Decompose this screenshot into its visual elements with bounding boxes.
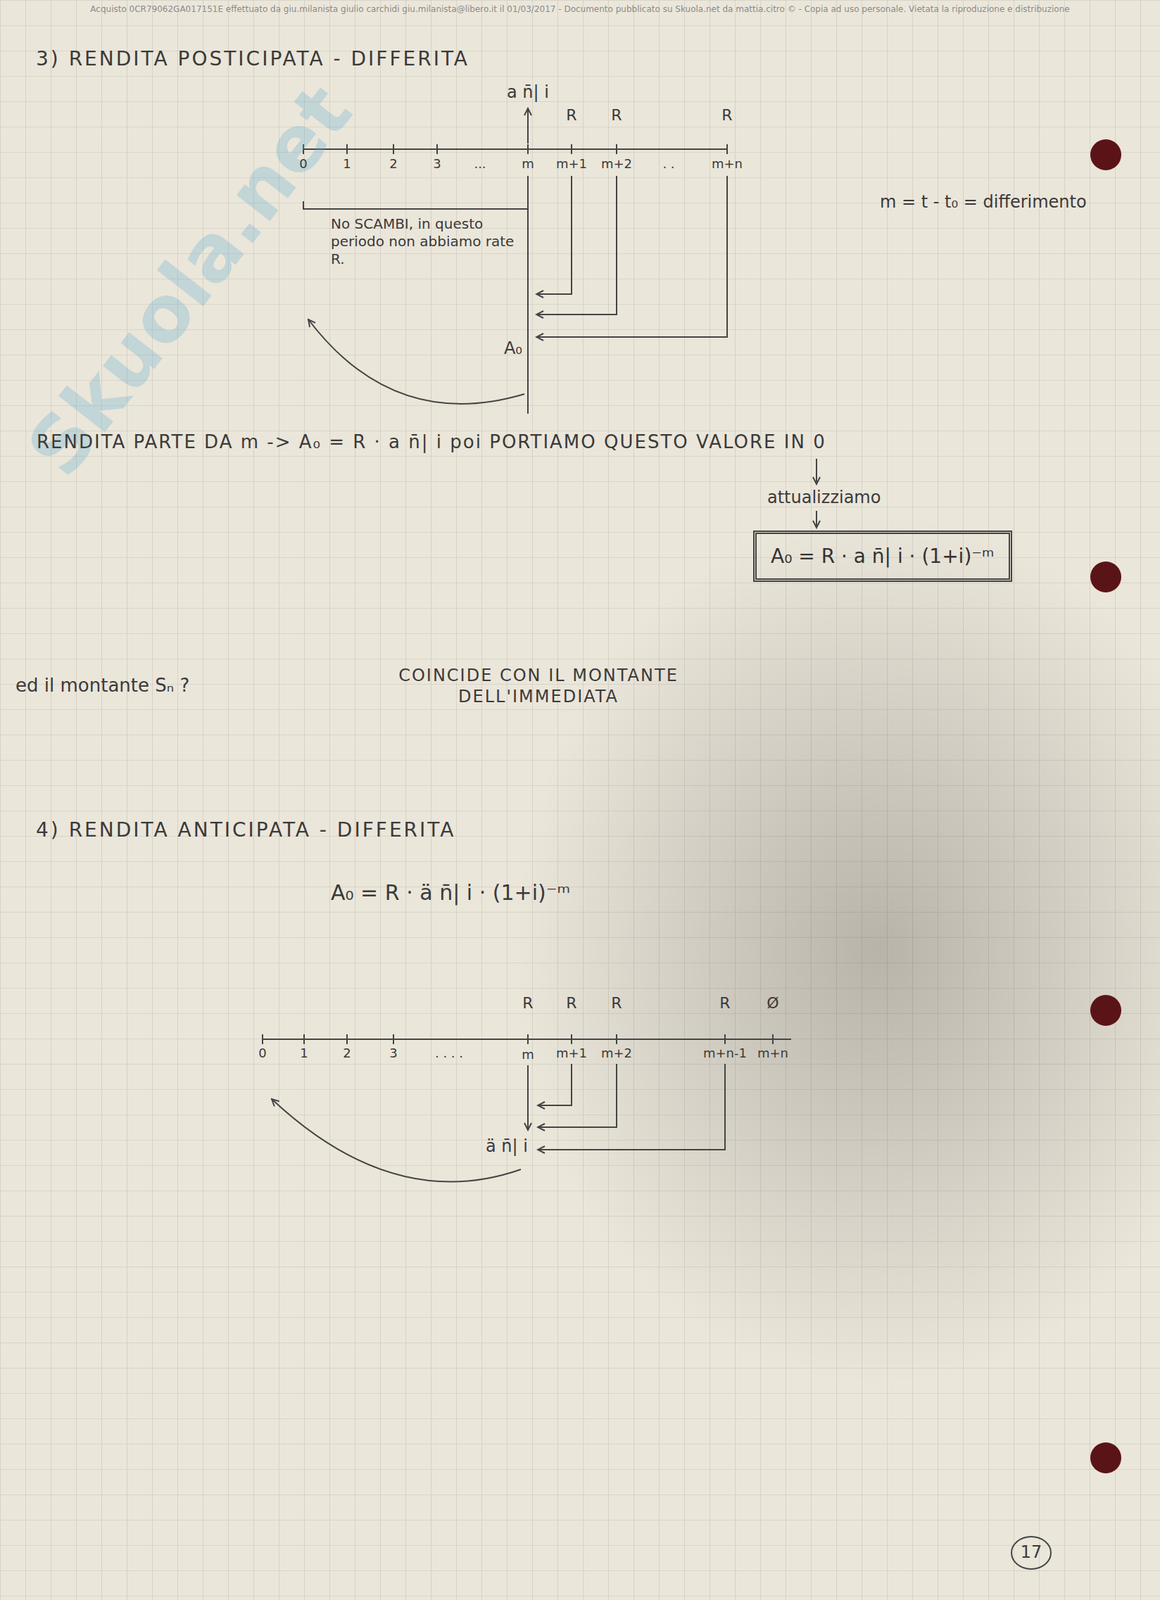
time-label: m+1 — [556, 1045, 588, 1063]
section-heading: 3) RENDITA POSTICIPATA - DIFFERITA — [35, 46, 470, 72]
explanation-line: RENDITA PARTE DA m -> A₀ = R · a n̄| i p… — [36, 430, 827, 455]
section-heading: 4) RENDITA ANTICIPATA - DIFFERITA — [35, 817, 456, 843]
bracket-note: No SCAMBI, in questo periodo non abbiamo… — [330, 215, 516, 269]
time-label: 3 — [389, 1045, 397, 1063]
time-label: . . — [662, 156, 675, 173]
present-value-label: A₀ — [503, 337, 523, 359]
payment-label: R — [719, 993, 730, 1014]
time-label: m+n — [757, 1045, 789, 1063]
watermark-logo: Skuola.net — [7, 66, 373, 495]
deferral-bracket — [303, 201, 528, 210]
time-label: m+n — [711, 156, 743, 173]
discount-arrow — [537, 1064, 725, 1151]
time-label: m+2 — [601, 156, 633, 173]
time-label: . . . . — [435, 1045, 464, 1063]
binder-hole — [1090, 561, 1122, 593]
binder-hole — [1090, 1442, 1122, 1474]
question-note: ed il montante Sₙ ? — [15, 674, 190, 698]
formula: A₀ = R · ä n̄| i · (1+i)⁻ᵐ — [330, 879, 571, 907]
time-label: ... — [473, 156, 486, 173]
annuity-symbol: a n̄| i — [506, 81, 550, 103]
timeline-ticks — [262, 1034, 773, 1045]
watermark-header: Acquisto 0CR79062GA017151E effettuato da… — [90, 4, 1070, 15]
note-arrow — [815, 458, 818, 485]
definition-note: m = t - t₀ = differimento — [879, 191, 1087, 213]
time-label: m+1 — [556, 156, 588, 173]
time-label: m+n-1 — [703, 1045, 747, 1063]
timeline-axis — [303, 148, 728, 150]
answer-note: COINCIDE CON IL MONTANTE DELL'IMMEDIATA — [355, 665, 722, 708]
binder-hole — [1090, 139, 1122, 171]
binder-hole — [1090, 995, 1122, 1027]
payment-label: R — [565, 105, 577, 126]
time-label: m — [521, 1047, 535, 1064]
time-label: m — [521, 156, 535, 173]
note-label: attualizziamo — [767, 487, 881, 509]
value-arrow — [527, 1065, 529, 1131]
note-arrow — [815, 511, 818, 528]
payment-label: R — [522, 993, 533, 1014]
time-label: 2 — [389, 156, 397, 173]
discount-arrow — [536, 175, 617, 315]
time-label: 1 — [342, 156, 351, 173]
payment-label: R — [610, 105, 622, 126]
time-label: 3 — [432, 156, 441, 173]
photo-shadow — [513, 513, 1160, 1387]
annuity-symbol: ä n̄| i — [485, 1136, 528, 1158]
boxed-formula: A₀ = R · a n̄| i · (1+i)⁻ᵐ — [753, 530, 1013, 583]
page-number: 17 — [1020, 1542, 1043, 1564]
discount-curve — [308, 319, 525, 405]
time-label: 2 — [342, 1045, 351, 1063]
value-arrow — [527, 108, 529, 144]
discount-arrow — [537, 1064, 572, 1106]
payment-label: R — [565, 993, 577, 1014]
formula-text: A₀ = R · a n̄| i · (1+i)⁻ᵐ — [770, 544, 995, 569]
time-label: m+2 — [601, 1045, 633, 1063]
deferral-line — [527, 175, 529, 414]
zero-payment: Ø — [766, 993, 779, 1014]
timeline-ticks — [303, 144, 728, 155]
timeline-axis — [262, 1038, 792, 1041]
discount-arrow — [537, 1064, 617, 1128]
payment-label: R — [610, 993, 622, 1014]
discount-curve — [271, 1099, 521, 1183]
time-label: 0 — [299, 156, 307, 173]
page-number-circle — [1011, 1537, 1051, 1570]
discount-arrow — [536, 175, 728, 338]
payment-label: R — [721, 105, 733, 126]
time-label: 1 — [299, 1045, 308, 1063]
discount-arrow — [536, 175, 572, 295]
time-label: 0 — [258, 1045, 267, 1063]
